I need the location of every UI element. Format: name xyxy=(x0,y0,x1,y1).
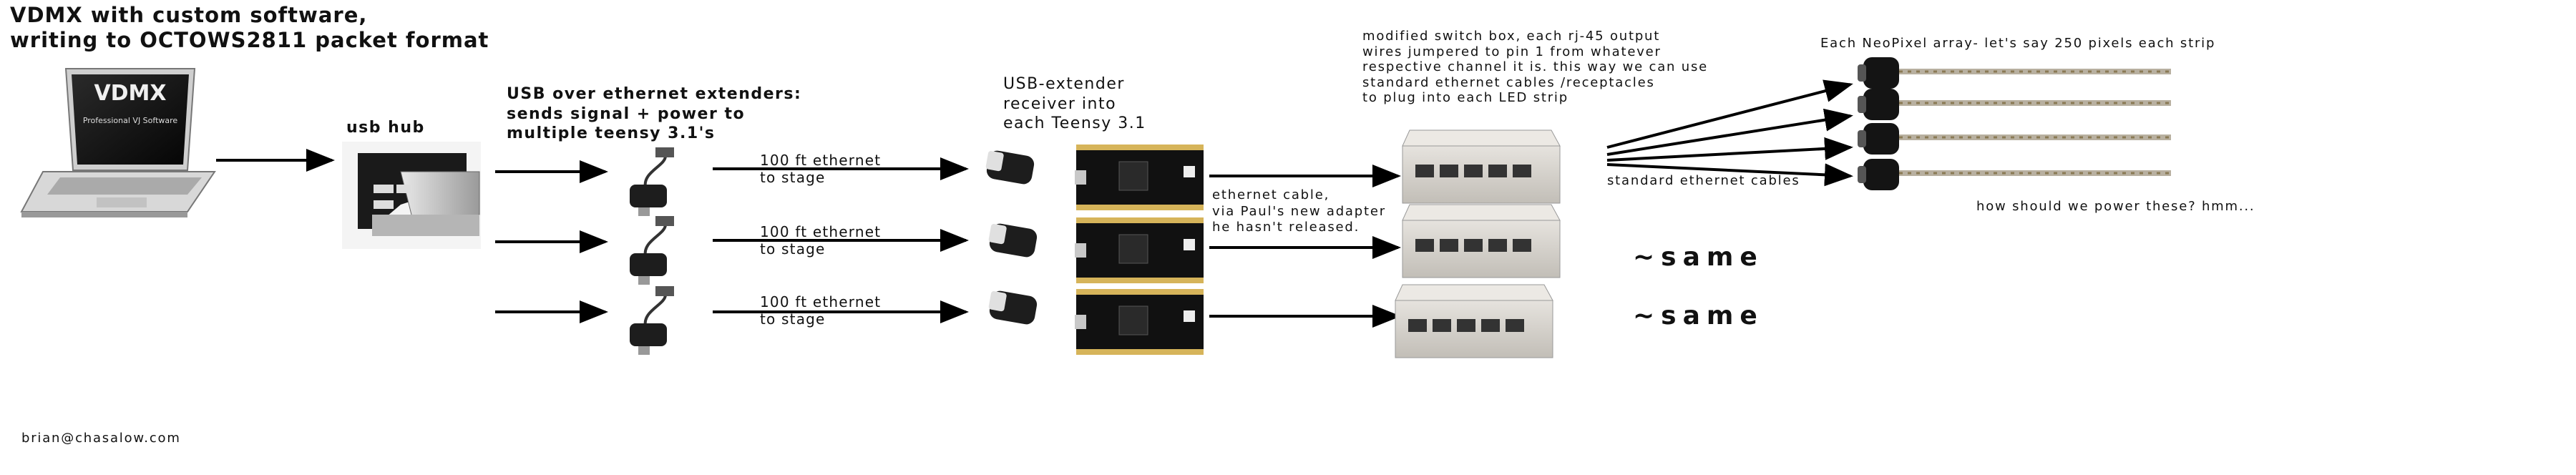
switch-box xyxy=(1395,284,1553,358)
teensy-board xyxy=(1075,289,1204,355)
same-label: ~same xyxy=(1633,243,1764,272)
diagram-title: VDMX with custom software, writing to OC… xyxy=(10,3,489,53)
switch-box-label: modified switch box, each rj-45 output w… xyxy=(1362,29,1709,106)
usb-extender-receiver xyxy=(988,223,1038,258)
cable-label: 100 ft ethernet to stage xyxy=(760,152,882,186)
laptop-image: VDMX Professional VJ Software xyxy=(20,68,216,217)
usb-extender-receiver xyxy=(985,150,1035,185)
neopixel-strip xyxy=(1858,123,2171,155)
usb-extender-receiver xyxy=(988,290,1038,325)
usb-hub-label: usb hub xyxy=(346,119,425,137)
extenders-label: USB over ethernet extenders: sends signa… xyxy=(507,85,802,142)
footer-email: brian@chasalow.com xyxy=(21,431,181,446)
usb-extender-transmitter xyxy=(630,286,674,355)
vdmx-logo: VDMX Professional VJ Software xyxy=(83,81,178,125)
neopixel-strip xyxy=(1858,57,2171,89)
usb-extender-transmitter xyxy=(630,216,674,285)
teensy-board xyxy=(1075,217,1204,283)
power-question: how should we power these? hmm... xyxy=(1976,199,2255,214)
standard-cables-label: standard ethernet cables xyxy=(1607,173,1800,188)
same-label: ~same xyxy=(1633,301,1764,330)
adapter-label: ethernet cable, via Paul's new adapter h… xyxy=(1212,187,1386,235)
neopixel-strip xyxy=(1858,89,2171,120)
svg-text:VDMX: VDMX xyxy=(94,81,166,106)
cable-label: 100 ft ethernet to stage xyxy=(760,223,882,258)
cable-label: 100 ft ethernet to stage xyxy=(760,293,882,328)
teensy-board xyxy=(1075,145,1204,210)
usb-hub-image xyxy=(342,142,481,249)
switch-box xyxy=(1402,204,1561,278)
neopixel-label: Each NeoPixel array- let's say 250 pixel… xyxy=(1820,36,2216,51)
svg-text:Professional VJ Software: Professional VJ Software xyxy=(83,116,178,125)
switch-box xyxy=(1402,129,1561,204)
neopixel-strip xyxy=(1858,159,2171,190)
receiver-label: USB-extender receiver into each Teensy 3… xyxy=(1003,75,1146,132)
usb-extender-transmitter xyxy=(630,147,674,216)
